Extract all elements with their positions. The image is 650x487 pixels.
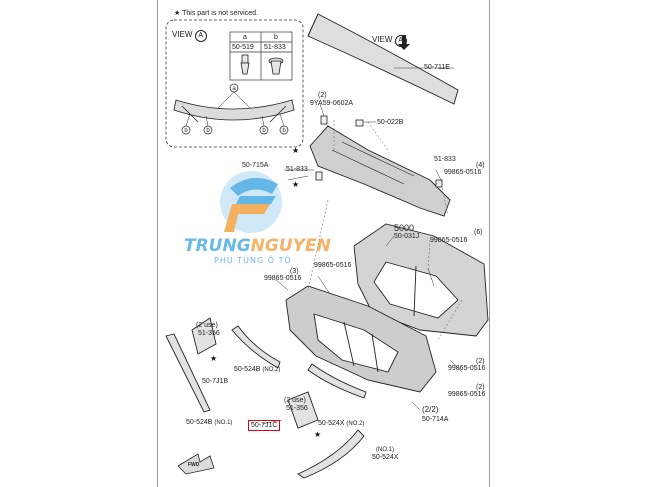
label-51-356-right-qty: (2 use) xyxy=(284,397,306,404)
svg-text:★: ★ xyxy=(292,146,299,155)
main-view-label: VIEW A xyxy=(372,35,407,47)
label-99865-4-qty: (4) xyxy=(476,162,485,169)
label-ratio-2-2: (2/2) xyxy=(422,405,439,414)
label-50-524B-no2-part: 50-524B xyxy=(234,366,261,373)
watermark-brand: TRUNGNGUYEN xyxy=(184,236,331,256)
leader-lines xyxy=(261,67,463,425)
label-fwd: FWD xyxy=(188,462,200,468)
label-99865-0516-3: 99865-0516 xyxy=(264,275,302,282)
label-51-833-left: 51-833 xyxy=(286,166,308,173)
label-99865-6-qty: (6) xyxy=(474,229,483,236)
inset-view-label: VIEW A xyxy=(172,30,207,42)
inset-col-b-letter: b xyxy=(274,34,278,41)
label-50-031J: 50-031J xyxy=(394,233,420,240)
watermark-logo xyxy=(220,171,282,233)
inset-col-b-part: 51-833 xyxy=(264,44,286,51)
frame-50-031J-drawing xyxy=(353,223,489,337)
label-99865-0516-4: 99865-0516 xyxy=(444,169,482,176)
label-5000: 5000 xyxy=(394,223,415,233)
inset-parts-table xyxy=(229,31,293,81)
label-50-524B-no2: 50-524B (NO.2) xyxy=(234,366,280,374)
legend-star-icon: ★ xyxy=(174,10,181,17)
label-50-524B-no1: 50-524B (NO.1) xyxy=(186,419,232,427)
inset-leader-lines xyxy=(185,91,285,127)
svg-text:★: ★ xyxy=(292,180,299,189)
label-99865-2a-qty: (2) xyxy=(476,358,485,365)
inset-col-a-part: 50-519 xyxy=(232,44,254,51)
legend-text: This part is not serviced. xyxy=(182,10,258,17)
inset-callout-letters: a b b b b xyxy=(184,86,286,134)
inset-view-letter: A xyxy=(194,30,207,42)
svg-text:b: b xyxy=(184,128,188,134)
bolts-upper xyxy=(315,115,443,188)
svg-text:a: a xyxy=(232,86,236,92)
inset-deflector-drawing xyxy=(173,99,295,123)
label-99865-0516-2b: 99865-0516 xyxy=(448,391,486,398)
view-a-inset-box xyxy=(165,19,304,148)
fwd-arrow-icon xyxy=(177,453,215,475)
deflector-50-711E-drawing xyxy=(307,13,459,105)
dashed-guides xyxy=(307,120,463,341)
main-view-word: VIEW xyxy=(372,35,393,44)
label-99865-0516-2a: 99865-0516 xyxy=(448,365,486,372)
legend-note: ★ This part is not serviced. xyxy=(174,10,258,18)
upper-support-50-715A-drawing xyxy=(309,125,451,217)
label-50-524X-no2-tag: (NO.2) xyxy=(346,421,365,427)
label-51-356-left: 51-356 xyxy=(198,330,220,337)
watermark-brand-a: TRUNG xyxy=(184,236,251,256)
star-markers: ★ ★ ★ ★ xyxy=(210,146,321,439)
label-51-356-right: 51-356 xyxy=(286,405,308,412)
label-51-356-left-qty: (2 use) xyxy=(196,322,218,329)
svg-text:b: b xyxy=(206,128,210,134)
label-99865-2b-qty: (2) xyxy=(476,384,485,391)
svg-text:★: ★ xyxy=(314,430,321,439)
svg-text:b: b xyxy=(262,128,266,134)
label-50-524B-no2-tag: (NO.2) xyxy=(262,367,281,373)
svg-text:b: b xyxy=(282,128,286,134)
label-50-524X-no1-tag: (NO.1) xyxy=(376,447,394,453)
parts-sheet: a b b b b xyxy=(157,0,490,487)
label-50-524X-no1: 50-524X xyxy=(372,454,399,461)
label-9YA59-0602A: 9YA59-0602A xyxy=(310,100,354,107)
clip-50-519-icon xyxy=(240,54,250,75)
label-50-715A: 50-715A xyxy=(242,162,269,169)
garnish-strips-drawing xyxy=(165,317,367,479)
label-50-711E: 50-711E xyxy=(424,64,450,71)
label-99865-0516-6: 99865-0516 xyxy=(430,237,468,244)
inset-col-a-letter: a xyxy=(243,34,247,41)
label-99865-3-qty: (3) xyxy=(290,268,299,275)
label-50-7J1B: 50-7J1B xyxy=(202,378,229,385)
label-50-524B-no1-part: 50-524B xyxy=(186,419,213,426)
watermark-tagline: PHỤ TÙNG Ô TÔ xyxy=(214,256,292,265)
label-50-714A: 50-714A xyxy=(422,416,449,423)
svg-text:★: ★ xyxy=(210,354,217,363)
label-50-7J1C-highlighted: 50-7J1C xyxy=(248,420,281,431)
clip-51-833-icon xyxy=(268,57,284,75)
label-9YA59-qty: (2) xyxy=(318,92,327,99)
label-51-833-right: 51-833 xyxy=(434,156,456,163)
bracket-50-714A-drawing xyxy=(285,285,437,393)
label-99865-0516-mid: 99865-0516 xyxy=(314,262,352,269)
main-view-letter: A xyxy=(394,35,407,47)
parts-drawing: a b b b b xyxy=(165,13,489,479)
inset-view-word: VIEW xyxy=(172,30,193,39)
label-50-022B: 50-022B xyxy=(377,119,404,126)
label-50-524B-no1-tag: (NO.1) xyxy=(214,420,233,426)
watermark-brand-b: NGUYEN xyxy=(250,236,331,256)
label-50-524X-no2: 50-524X (NO.2) xyxy=(318,420,364,428)
label-50-524X-no2-part: 50-524X xyxy=(318,420,345,427)
